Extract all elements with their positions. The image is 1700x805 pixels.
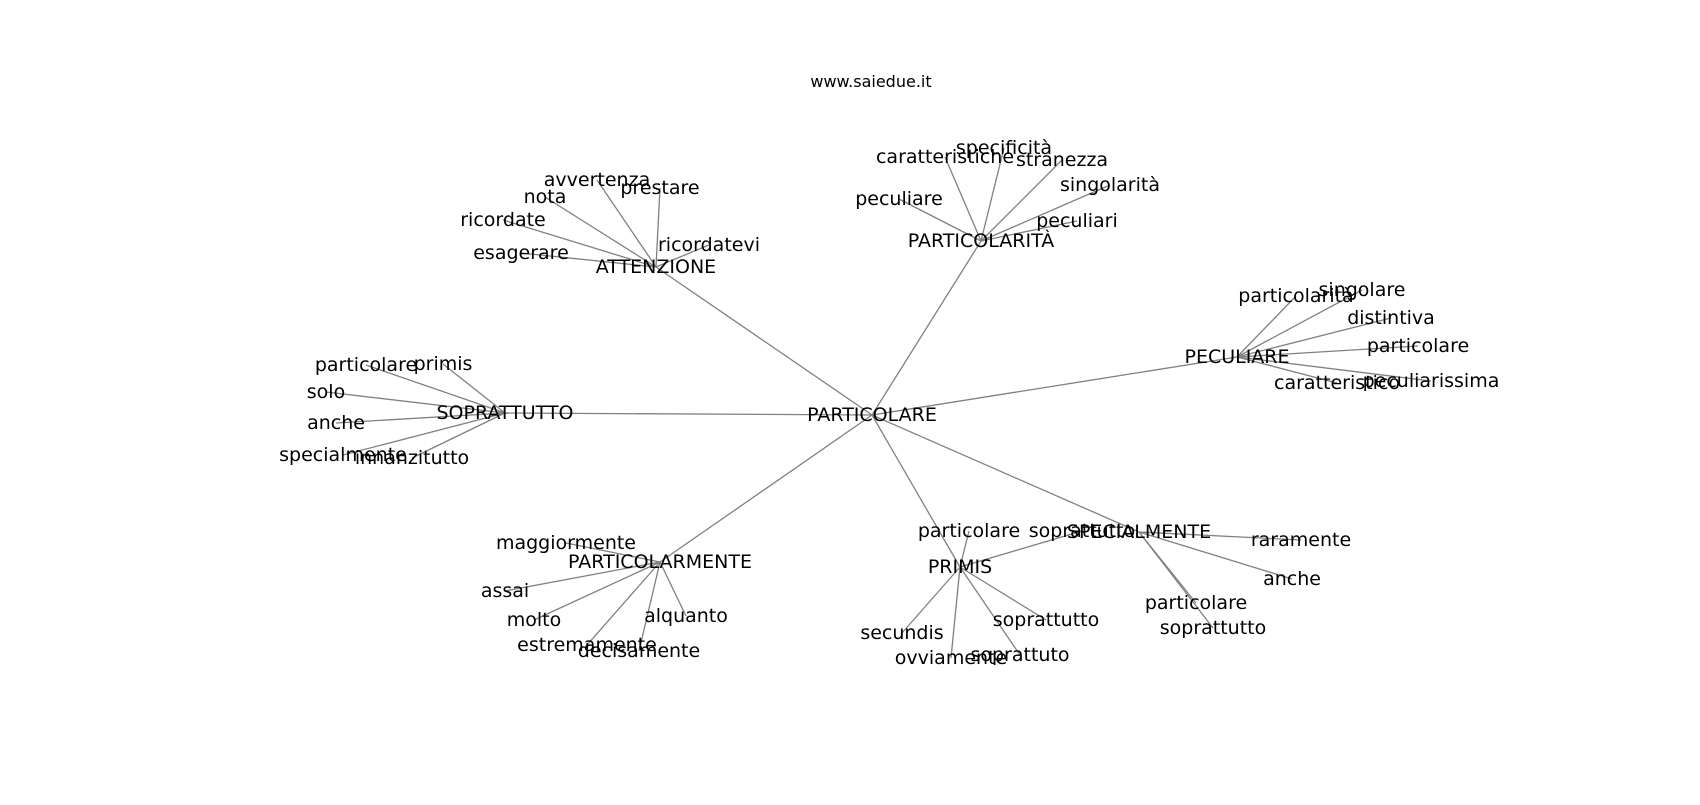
hub-node-primis: PRIMIS [928,556,992,578]
leaf-node-primis-3: soprattutto [993,609,1100,631]
hub-node-attenzione: ATTENZIONE [596,256,716,278]
edge-specialmente-leaf-3 [1138,531,1214,629]
label-layer: PARTICOLAREPARTICOLARITÀcaratteristiches… [279,137,1499,669]
leaf-node-particolarita-4: peculiare [855,188,943,210]
leaf-node-attenzione-1: prestare [620,177,699,199]
edge-peculiare-leaf-3 [1236,345,1419,358]
edge-root-attenzione [655,266,873,416]
edge-particolarita-leaf-3 [980,184,1111,242]
edge-peculiare-leaf-2 [1236,317,1392,358]
leaf-node-attenzione-4: esagerare [473,242,569,264]
leaf-node-attenzione-3: ricordate [460,209,545,231]
leaf-node-particolarmente-2: molto [507,609,562,631]
edge-particolarmente-leaf-5 [659,561,687,617]
edge-peculiare-leaf-5 [1236,356,1432,382]
edge-specialmente-leaf-0 [1138,531,1302,541]
leaf-node-primis-0: particolare [918,520,1020,542]
leaf-node-peculiare-1: singolare [1319,279,1406,301]
edge-attenzione-leaf-0 [596,179,657,268]
edge-root-primis [871,414,961,568]
edge-root-peculiare [871,356,1238,416]
leaf-node-specialmente-2: particolare [1145,592,1247,614]
edge-attenzione-leaf-5 [655,244,710,268]
edge-particolarmente-leaf-1 [504,561,661,592]
leaf-node-particolarita-5: peculiari [1036,210,1118,232]
edge-primis-leaf-2 [901,566,961,634]
edge-soprattutto-leaf-0 [365,364,506,414]
leaf-node-particolarita-3: singolarità [1060,174,1160,196]
leaf-node-particolarmente-5: alquanto [644,605,728,627]
leaf-node-particolarita-1: specificità [956,137,1052,159]
leaf-node-particolarmente-1: assai [481,580,529,602]
edge-peculiare-leaf-4 [1236,356,1338,384]
leaf-node-soprattutto-1: primis [414,353,473,375]
edge-root-soprattutto [504,412,873,416]
edge-attenzione-leaf-2 [544,196,657,268]
leaf-node-peculiare-0: particolarità [1238,285,1353,307]
edge-attenzione-leaf-3 [502,219,657,268]
edge-soprattutto-leaf-1 [442,363,506,414]
edge-soprattutto-leaf-5 [411,412,506,459]
edge-soprattutto-leaf-4 [342,412,506,456]
leaf-node-particolarita-0: caratteristiche [876,146,1014,168]
leaf-node-primis-2: secundis [860,622,943,644]
leaf-node-soprattutto-3: anche [307,412,365,434]
edge-particolarita-leaf-4 [898,198,982,242]
edge-particolarmente-leaf-3 [586,561,661,646]
edge-soprattutto-leaf-2 [325,391,506,414]
page-title: www.saiedue.it [810,72,932,91]
edge-root-particolarmente [659,414,873,563]
edge-primis-leaf-5 [959,566,1021,656]
leaf-node-particolarita-2: stranezza [1016,149,1108,171]
edge-primis-leaf-0 [959,530,970,568]
leaf-node-peculiare-5: peculiarissima [1363,370,1500,392]
leaf-node-peculiare-4: caratteristico [1274,372,1400,394]
hub-node-peculiare: PECULIARE [1184,346,1289,368]
edge-root-specialmente [871,414,1140,533]
edge-particolarita-leaf-1 [980,147,1005,242]
edge-specialmente-leaf-1 [1138,531,1293,580]
edge-layer [325,147,1432,659]
leaf-node-specialmente-0: raramente [1251,529,1351,551]
edge-particolarita-leaf-5 [980,220,1078,242]
leaf-node-specialmente-3: soprattutto [1160,617,1267,639]
hub-node-specialmente: SPECIALMENTE [1067,521,1211,543]
leaf-node-peculiare-2: distintiva [1347,307,1435,329]
root-node-label: PARTICOLARE [807,404,937,426]
hub-node-particolarita: PARTICOLARITÀ [908,229,1054,252]
leaf-node-primis-4: ovviamente [895,647,1007,669]
edge-particolarmente-leaf-2 [533,561,661,621]
leaf-node-attenzione-2: nota [524,186,567,208]
leaf-node-specialmente-1: anche [1263,568,1321,590]
edge-peculiare-leaf-0 [1236,295,1297,358]
leaf-node-soprattutto-5: innanzitutto [355,447,469,469]
leaf-node-particolarmente-4: decisamente [578,640,700,662]
edge-attenzione-leaf-1 [655,187,661,268]
leaf-node-primis-1: soprattutto [1029,520,1136,542]
leaf-node-particolarmente-3: estremamente [517,634,657,656]
leaf-node-soprattutto-4: specialmente [279,444,407,466]
leaf-node-primis-5: soprattuto [970,644,1069,666]
hub-node-particolarmente: PARTICOLARMENTE [568,551,752,573]
leaf-node-attenzione-5: ricordatevi [658,234,760,256]
edge-particolarmente-leaf-4 [638,561,661,652]
edge-particolarita-leaf-2 [980,159,1063,242]
leaf-node-particolarmente-0: maggiormente [496,532,636,554]
edge-root-particolarita [871,240,982,416]
leaf-node-soprattutto-0: particolare [315,354,417,376]
edge-particolarmente-leaf-0 [565,542,661,563]
edge-particolarita-leaf-0 [944,156,982,242]
edge-primis-leaf-3 [959,566,1047,621]
leaf-node-peculiare-3: particolare [1367,335,1469,357]
edge-peculiare-leaf-1 [1236,289,1363,358]
leaf-node-soprattutto-2: solo [307,381,345,403]
hub-node-soprattutto: SOPRATTUTTO [436,402,573,424]
leaf-node-attenzione-0: avvertenza [544,169,650,191]
edge-primis-leaf-1 [959,530,1083,568]
edge-attenzione-leaf-4 [520,252,657,268]
edge-primis-leaf-4 [950,566,961,659]
edge-soprattutto-leaf-3 [335,412,506,424]
